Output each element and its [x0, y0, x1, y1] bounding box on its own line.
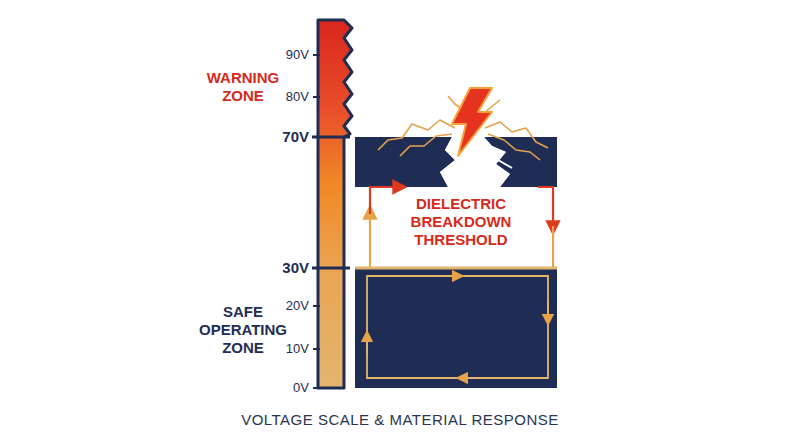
voltage-gauge	[312, 20, 352, 388]
zone-label: SAFE OPERATING ZONE	[193, 303, 293, 357]
voltage-threshold: 30V	[249, 259, 309, 277]
lightning-bolt	[452, 88, 492, 156]
current-flow	[370, 187, 553, 268]
threshold-label: DIELECTRIC BREAKDOWN THRESHOLD	[399, 195, 523, 249]
breaking-dielectric-block	[355, 137, 557, 187]
diagram-caption: VOLTAGE SCALE & MATERIAL RESPONSE	[150, 411, 650, 429]
voltage-tick: 90V	[249, 47, 309, 63]
zone-label: WARNING ZONE	[197, 69, 289, 105]
voltage-tick: 0V	[249, 380, 309, 396]
safe-dielectric-block	[355, 268, 557, 388]
voltage-threshold: 70V	[249, 128, 309, 146]
